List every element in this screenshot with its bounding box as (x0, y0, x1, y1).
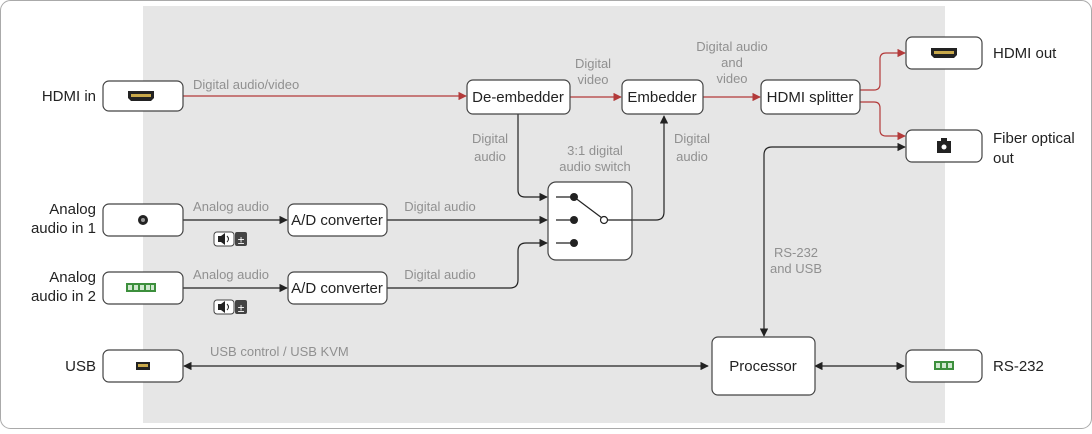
audio-switch-block (547, 181, 633, 261)
hdmi-in-port (102, 80, 184, 112)
switch-out-line (632, 115, 669, 221)
fiber-connector-icon (937, 138, 951, 153)
deembedder-audio-label-line1: Digital (472, 131, 508, 146)
embedder-block (621, 79, 704, 115)
analog-audio-1-label: Analog audio (193, 199, 269, 214)
hdmi-in-label: HDMI in (42, 88, 96, 105)
speaker-volume-icon: ± (213, 231, 247, 247)
device-panel (143, 6, 945, 423)
digital-video-label-line2: video (577, 72, 608, 87)
ad2-switch-line (387, 238, 548, 289)
usb-connector-icon (136, 362, 150, 370)
ad-converter-1-block (287, 203, 388, 237)
switch-label-line1: 3:1 digital (567, 143, 623, 158)
analog-in-2-label-line2: audio in 2 (31, 288, 96, 305)
ad-converter-1-label: A/D converter (291, 212, 383, 229)
analog-in-2-port (102, 271, 184, 305)
digital-audio-video-out-line1: Digital audio (696, 39, 768, 54)
rs232-port (905, 349, 983, 383)
processor-block (711, 336, 816, 396)
analog-in-1-label-line1: Analog (49, 201, 96, 218)
deembedder-audio-line (517, 114, 548, 202)
hdmi-connector-icon (931, 48, 957, 58)
fiber-out-label-line2: out (993, 150, 1015, 167)
deembedder-audio-label-line2: audio (474, 149, 506, 164)
usb-label: USB (65, 358, 96, 375)
terminal-block-icon (934, 361, 954, 370)
analog-in-1-label-line2: audio in 1 (31, 220, 96, 237)
fiber-out-label-line1: Fiber optical (993, 130, 1075, 147)
speaker-volume-icon: ± (213, 299, 247, 315)
digital-video-label-line1: Digital (575, 56, 611, 71)
digital-audio-video-label: Digital audio/video (193, 77, 299, 92)
analog-in-2-label-line1: Analog (49, 269, 96, 286)
hdmi-out-label: HDMI out (993, 45, 1057, 62)
volume-sign-2: ± (238, 301, 245, 315)
usb-control-label: USB control / USB KVM (210, 344, 349, 359)
hdmi-splitter-label: HDMI splitter (767, 89, 854, 106)
processor-fiber-line (759, 142, 906, 337)
jack-connector-icon (138, 215, 148, 225)
hdmi-splitter-block (760, 79, 861, 115)
analog-audio-2-label: Analog audio (193, 267, 269, 282)
digital-audio-video-out-line2: and (721, 55, 743, 70)
digital-audio-video-out-line3: video (716, 71, 747, 86)
hdmi-out-port (905, 36, 983, 70)
analog-in-1-port (102, 203, 184, 237)
hdmi-connector-icon (128, 91, 154, 101)
switch-out-label-line1: Digital (674, 131, 710, 146)
rs232-usb-label-line2: and USB (770, 261, 822, 276)
switch-out-label-line2: audio (676, 149, 708, 164)
usb-port (102, 349, 184, 383)
ad-converter-2-block (287, 271, 388, 305)
digital-audio-2-label: Digital audio (404, 267, 476, 282)
fiber-out-port (905, 129, 983, 163)
rs232-label: RS-232 (993, 358, 1044, 375)
terminal-block-icon (126, 283, 156, 292)
splitter-fiber-line (860, 101, 906, 141)
volume-sign-1: ± (238, 233, 245, 247)
switch-label-line2: audio switch (559, 159, 631, 174)
de-embedder-block (466, 79, 571, 115)
embedder-label: Embedder (627, 89, 696, 106)
de-embedder-label: De-embedder (472, 89, 564, 106)
ad-converter-2-label: A/D converter (291, 280, 383, 297)
digital-audio-1-label: Digital audio (404, 199, 476, 214)
processor-label: Processor (729, 358, 797, 375)
splitter-hdmi-out-line (860, 48, 906, 91)
rs232-usb-label-line1: RS-232 (774, 245, 818, 260)
